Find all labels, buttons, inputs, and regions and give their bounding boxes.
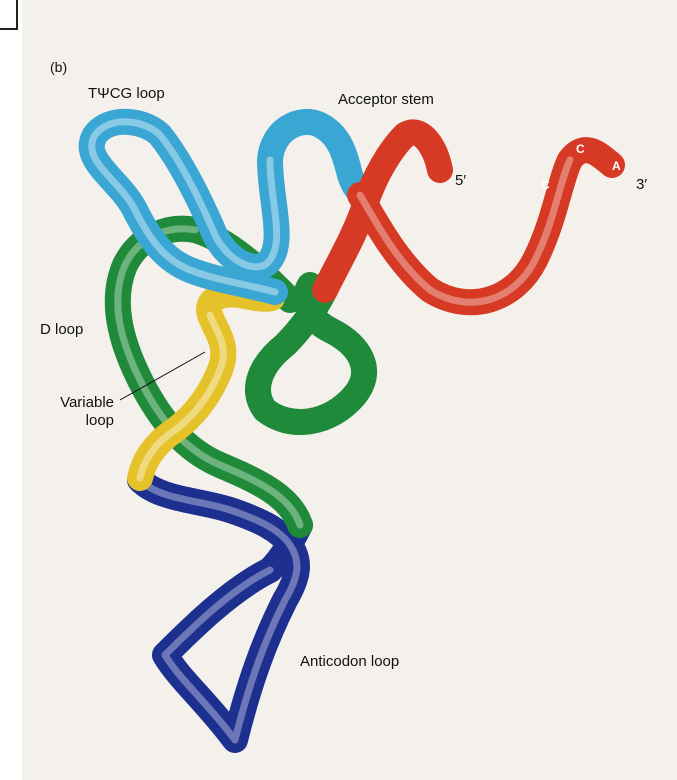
nucleotide-c2: C <box>576 142 585 156</box>
nucleotide-a: A <box>612 159 621 173</box>
anticodon-loop-tube <box>140 480 300 740</box>
acceptor-stem-label: Acceptor stem <box>338 92 434 107</box>
panel-label: (b) <box>50 60 67 74</box>
anticodon-loop-label: Anticodon loop <box>300 654 399 669</box>
variable-loop-label: Variable loop <box>44 394 114 430</box>
five-prime-label: 5′ <box>455 173 466 188</box>
tpsicg-loop-label: TΨCG loop <box>88 86 165 101</box>
acceptor-3prime-tube <box>360 150 612 302</box>
acceptor-arm <box>325 132 612 302</box>
three-prime-label: 3′ <box>636 177 647 192</box>
d-loop-label: D loop <box>40 322 83 337</box>
anticodon-arm <box>140 480 300 740</box>
nucleotide-c1: C <box>541 178 550 192</box>
